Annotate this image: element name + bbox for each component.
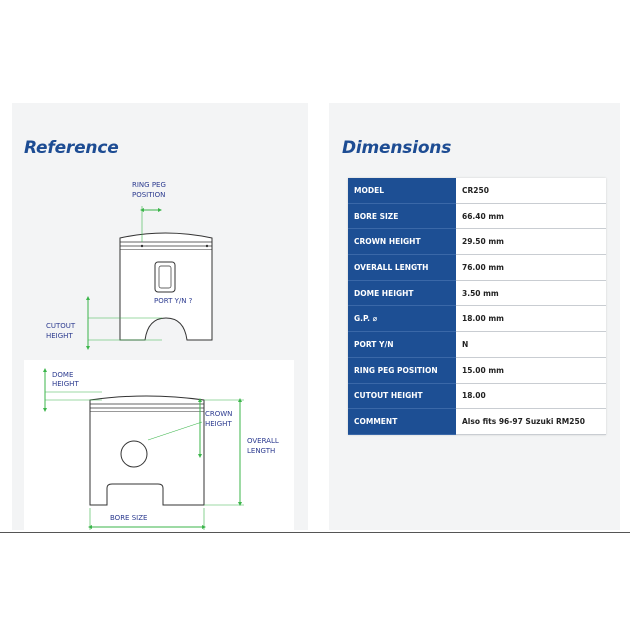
row-value: 66.40 mm xyxy=(456,203,606,230)
row-key: CROWN HEIGHT xyxy=(348,228,456,256)
row-key: MODEL xyxy=(348,178,456,204)
crown-label-1: CROWN xyxy=(205,410,232,418)
bottom-piston xyxy=(89,395,205,506)
row-key: RING PEG POSITION xyxy=(348,357,456,384)
row-value: 3.50 mm xyxy=(456,280,606,307)
overall-label-1: OVERALL xyxy=(247,437,279,445)
row-key: PORT Y/N xyxy=(348,331,456,358)
row-value: 29.50 mm xyxy=(456,228,606,256)
port-label: PORT Y/N ? xyxy=(154,297,193,305)
bottom-divider xyxy=(0,532,630,533)
row-value: 76.00 mm xyxy=(456,254,606,281)
reference-heading: Reference xyxy=(24,138,119,158)
bore-label: BORE SIZE xyxy=(110,514,147,522)
row-key: BORE SIZE xyxy=(348,203,456,230)
overall-label-2: LENGTH xyxy=(247,447,275,455)
row-value: CR250 xyxy=(456,178,606,204)
row-value: Also fits 96-97 Suzuki RM250 xyxy=(456,408,606,435)
cutout-label-2: HEIGHT xyxy=(46,332,73,340)
row-value: 15.00 mm xyxy=(456,357,606,384)
port-window xyxy=(154,261,176,293)
row-key: DOME HEIGHT xyxy=(348,280,456,307)
dimensions-heading: Dimensions xyxy=(342,138,452,158)
row-key: CUTOUT HEIGHT xyxy=(348,383,456,410)
dome-label-1: DOME xyxy=(52,371,73,379)
row-value: 18.00 mm xyxy=(456,305,606,333)
row-key: COMMENT xyxy=(348,408,456,435)
row-key: OVERALL LENGTH xyxy=(348,254,456,281)
row-key: G.P. ⌀ xyxy=(348,305,456,333)
row-value: 18.00 xyxy=(456,383,606,410)
piston-diagram: RING PEG POSITION PORT Y/N ? CUTOUT HEIG… xyxy=(24,181,294,530)
ring-peg-label-2: POSITION xyxy=(132,191,165,199)
gudgeon-pin-hole xyxy=(120,440,148,468)
cutout-label-1: CUTOUT xyxy=(46,322,76,330)
dome-label-2: HEIGHT xyxy=(52,380,79,388)
top-piston xyxy=(119,232,213,341)
crown-label-2: HEIGHT xyxy=(205,420,232,428)
ring-peg-label-1: RING PEG xyxy=(132,181,166,189)
row-value: N xyxy=(456,331,606,358)
table-row: G.P. ⌀18.00 mm xyxy=(348,305,606,333)
